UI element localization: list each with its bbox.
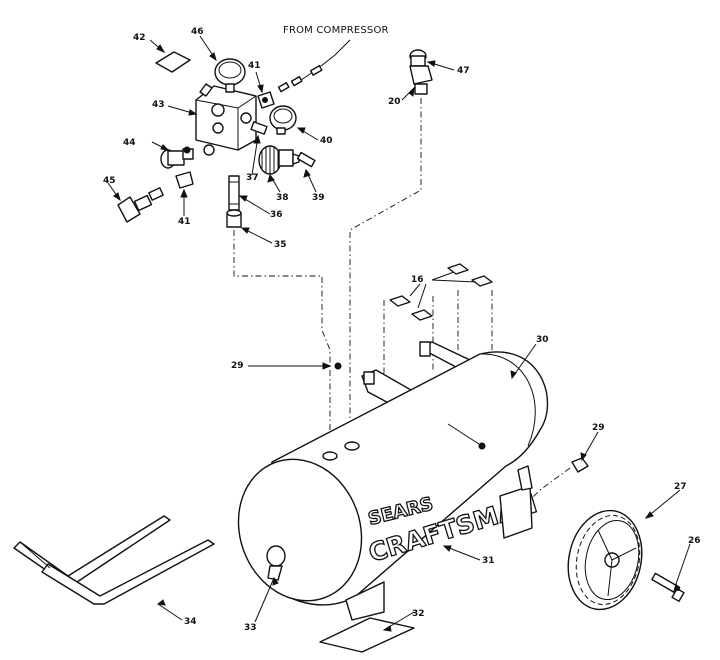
air-tank: [237, 351, 549, 606]
tank-leg-rear: [499, 465, 533, 539]
compressor-line: [277, 39, 351, 93]
callout-37: 37: [246, 173, 259, 183]
callout-38: 38: [276, 193, 289, 203]
callout-27: 27: [674, 482, 687, 492]
check-valve: [409, 49, 433, 95]
arrowheads: [113, 44, 681, 632]
callout-30: 30: [536, 335, 549, 345]
callout-16: 16: [411, 275, 424, 285]
callout-45: 45: [103, 176, 116, 186]
wheel: [567, 509, 643, 611]
callout-43: 43: [152, 100, 165, 110]
callout-32: 32: [412, 609, 425, 619]
axle-bolt: [651, 572, 685, 603]
tank-gauge: [214, 58, 246, 93]
callout-29-left: 29: [231, 361, 244, 371]
callout-33: 33: [244, 623, 257, 633]
callout-39: 39: [312, 193, 325, 203]
axle-nut: [571, 457, 589, 473]
nipple: [250, 121, 268, 135]
callout-40: 40: [320, 136, 333, 146]
callout-29-right: 29: [592, 423, 605, 433]
callout-20: 20: [388, 97, 401, 107]
callout-36: 36: [270, 210, 283, 220]
callout-42: 42: [133, 33, 146, 43]
callout-34: 34: [184, 617, 197, 627]
callout-44: 44: [123, 138, 136, 148]
callout-47: 47: [457, 66, 470, 76]
bushing: [226, 209, 242, 228]
long-nipple: [228, 175, 240, 211]
callout-26: 26: [688, 536, 701, 546]
vibration-pads: [389, 263, 493, 321]
handle: [13, 515, 215, 605]
callout-46: 46: [191, 27, 204, 37]
switch-cover: [155, 51, 191, 73]
regulator: [258, 145, 300, 175]
callout-41-lower: 41: [178, 217, 191, 227]
fastener-dot: [334, 362, 342, 370]
safety-valve: [257, 91, 275, 109]
callout-41-upper: 41: [248, 61, 261, 71]
elbow-fitting: [175, 171, 194, 189]
from-compressor-caption: FROM COMPRESSOR: [283, 25, 389, 36]
manifold-block: [195, 83, 257, 156]
quick-coupler: [117, 187, 164, 223]
callout-numbers: 42 46 41 43 44 45 41 37 40 38 39 36 35 4…: [103, 27, 701, 633]
callout-35: 35: [274, 240, 287, 250]
outlet-gauge: [269, 105, 297, 135]
outlet-fitting: [296, 151, 316, 168]
callout-31: 31: [482, 556, 495, 566]
